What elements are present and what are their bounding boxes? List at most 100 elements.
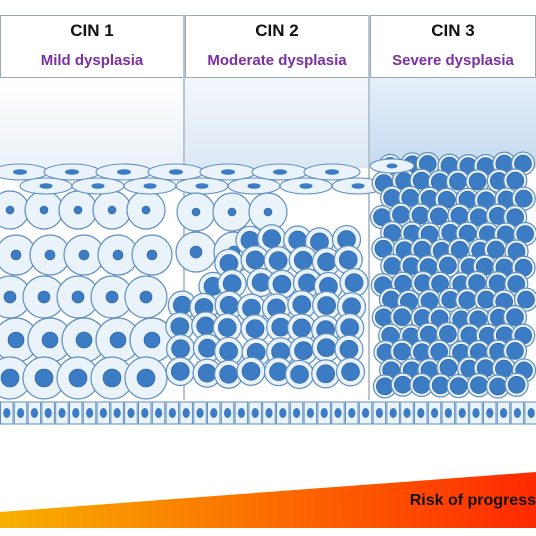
cell-nucleus [506, 171, 525, 190]
cell-nucleus [219, 364, 238, 384]
cell-nucleus [527, 408, 535, 418]
cell-nucleus [449, 377, 468, 395]
cell-nucleus [403, 408, 411, 418]
cell-nucleus [170, 362, 190, 381]
cell-nucleus [294, 341, 313, 361]
cell-nucleus [386, 163, 398, 169]
cell-nucleus [78, 249, 90, 261]
cell-nucleus [91, 183, 105, 189]
cell-nucleus [458, 291, 477, 309]
stage-title: CIN 1 [0, 15, 184, 47]
cell-nucleus [219, 342, 238, 361]
cell-nucleus [247, 183, 261, 189]
cell-nucleus [279, 408, 287, 418]
cell-nucleus [514, 189, 533, 208]
cell-nucleus [334, 408, 342, 418]
cell-nucleus [217, 318, 237, 337]
cell-nucleus [507, 375, 526, 394]
cell-nucleus [290, 365, 309, 384]
cell-nucleus [412, 376, 431, 394]
cell-nucleus [342, 297, 361, 317]
cell-nucleus [383, 257, 402, 275]
cell-nucleus [298, 273, 317, 293]
cell-nucleus [39, 183, 53, 189]
risk-wedge [0, 472, 536, 528]
stage-panel-cin1: CIN 1 Mild dysplasia [0, 15, 184, 130]
cell-nucleus [500, 408, 508, 418]
cell-nucleus [374, 239, 393, 258]
cell-nucleus [44, 408, 52, 418]
stage-title: CIN 2 [185, 15, 369, 47]
stage-subtitle: Mild dysplasia [0, 46, 184, 78]
cell-nucleus [189, 245, 203, 259]
cell-nucleus [472, 408, 480, 418]
cell-nucleus [306, 408, 314, 418]
cell-nucleus [316, 364, 336, 384]
cell-nucleus [219, 295, 239, 315]
cell-nucleus [7, 331, 25, 349]
cell-nucleus [141, 205, 151, 215]
cell-nucleus [489, 377, 507, 396]
lumen-background-cin1 [0, 78, 184, 168]
cell-nucleus [339, 339, 359, 359]
cell-nucleus [73, 205, 83, 215]
cell-nucleus [265, 408, 273, 418]
cell-nucleus [245, 250, 265, 270]
cell-nucleus [155, 408, 163, 418]
cell-nucleus [71, 290, 85, 304]
cell-nucleus [141, 408, 149, 418]
cell-nucleus [272, 274, 292, 294]
cell-nucleus [222, 274, 242, 294]
cell-nucleus [344, 273, 364, 292]
cell-nucleus [75, 331, 93, 349]
epithelium-illustration [0, 15, 536, 425]
stage-subtitle: Severe dysplasia [370, 46, 536, 78]
cell-nucleus [39, 205, 49, 215]
cell-nucleus [127, 408, 135, 418]
cell-nucleus [338, 250, 358, 270]
cell-nucleus [513, 408, 522, 418]
cell-nucleus [411, 206, 430, 225]
cell-nucleus [113, 408, 121, 418]
cell-nucleus [449, 172, 467, 191]
cell-nucleus [392, 205, 410, 224]
cell-nucleus [431, 408, 439, 418]
cell-nucleus [3, 290, 17, 304]
stage-subtitle: Moderate dysplasia [185, 46, 369, 78]
cell-nucleus [269, 362, 288, 382]
cell-nucleus [10, 249, 22, 261]
cell-nucleus [470, 376, 488, 394]
cell-nucleus [139, 290, 153, 304]
cell-nucleus [444, 408, 452, 418]
cell-nucleus [292, 295, 312, 314]
cell-nucleus [389, 408, 397, 418]
cell-nucleus [198, 338, 217, 358]
cell-nucleus [143, 183, 157, 189]
cell-nucleus [99, 408, 107, 418]
cell-nucleus [439, 256, 457, 275]
cell-nucleus [197, 363, 217, 383]
cell-nucleus [468, 274, 486, 292]
cell-nucleus [3, 408, 11, 418]
cell-nucleus [224, 408, 232, 418]
cell-nucleus [362, 408, 370, 418]
cell-nucleus [17, 408, 25, 418]
cell-nucleus [196, 408, 204, 418]
cell-nucleus [195, 183, 209, 189]
cell-nucleus [431, 274, 449, 293]
cell-nucleus [182, 408, 190, 418]
cell-nucleus [65, 169, 79, 175]
cell-nucleus [251, 408, 259, 418]
cell-nucleus [374, 308, 393, 327]
cell-nucleus [241, 361, 261, 381]
cell-nucleus [299, 183, 313, 189]
cell-nucleus [68, 368, 88, 388]
cell-nucleus [292, 318, 311, 338]
cell-nucleus [412, 171, 431, 190]
cell-nucleus [227, 207, 237, 217]
cell-nucleus [393, 342, 411, 361]
cell-nucleus [263, 207, 273, 217]
cell-nucleus [506, 308, 524, 326]
risk-label: Risk of progress [409, 492, 536, 509]
cell-nucleus [107, 205, 117, 215]
